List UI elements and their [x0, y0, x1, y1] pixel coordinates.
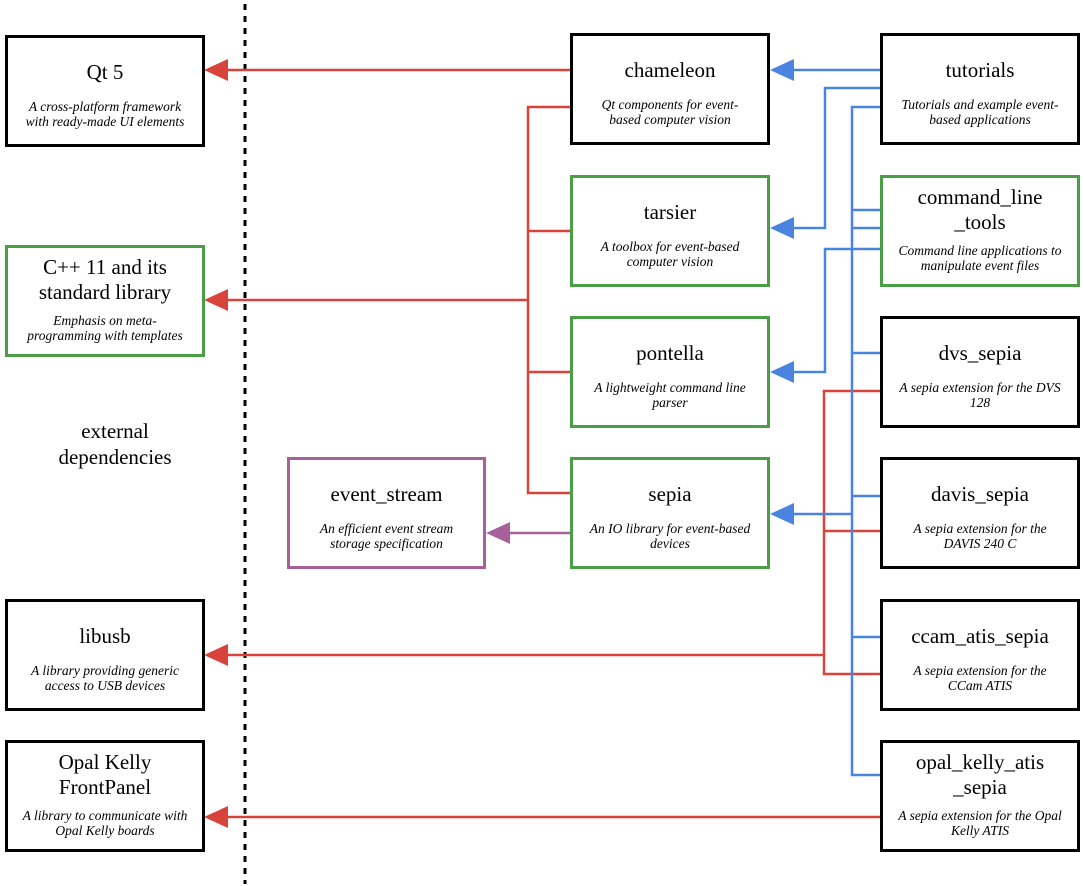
- node-pontella[interactable]: pontella A lightweight command line pars…: [570, 316, 770, 428]
- node-ccam-atis-sepia[interactable]: ccam_atis_sepia A sepia extension for th…: [880, 599, 1080, 711]
- node-description: Tutorials and example event- based appli…: [901, 97, 1059, 127]
- edge-tutorials-tarsier: [792, 86, 882, 230]
- node-title: libusb: [79, 624, 131, 648]
- node-description: Emphasis on meta- programming with templ…: [27, 313, 183, 343]
- arrowhead-sepia: [770, 503, 794, 525]
- node-title: dvs_sepia: [938, 341, 1022, 365]
- node-description: A cross-platform framework with ready-ma…: [25, 99, 185, 129]
- node-description: A lightweight command line parser: [594, 380, 746, 410]
- node-description: Qt components for event- based computer …: [601, 97, 739, 127]
- node-tutorials[interactable]: tutorials Tutorials and example event- b…: [880, 33, 1080, 145]
- node-command-line-tools[interactable]: command_line _tools Command line applica…: [880, 175, 1080, 287]
- edge-trunk-internal: [526, 105, 572, 495]
- arrowhead-chameleon: [770, 59, 794, 81]
- node-title: tutorials: [945, 58, 1015, 82]
- node-davis-sepia[interactable]: davis_sepia A sepia extension for the DA…: [880, 457, 1080, 569]
- node-event-stream[interactable]: event_stream An efficient event stream s…: [287, 457, 486, 569]
- node-libusb[interactable]: libusb A library providing generic acces…: [5, 599, 205, 711]
- node-description: A sepia extension for the Opal Kelly ATI…: [898, 808, 1062, 838]
- arrowhead-frontpanel: [204, 806, 228, 828]
- node-description: A library to communicate with Opal Kelly…: [22, 808, 188, 838]
- node-title: davis_sepia: [931, 482, 1029, 506]
- node-description: A toolbox for event-based computer visio…: [600, 239, 740, 269]
- node-title: Qt 5: [86, 60, 124, 84]
- arrowhead-tarsier: [770, 217, 794, 239]
- node-title: ccam_atis_sepia: [911, 624, 1049, 648]
- node-description: A sepia extension for the CCam ATIS: [913, 663, 1047, 693]
- node-description: A sepia extension for the DVS 128: [899, 380, 1061, 410]
- node-description: An IO library for event-based devices: [589, 521, 751, 551]
- edge-tutorials-sepia-trunk: [850, 105, 882, 777]
- node-chameleon[interactable]: chameleon Qt components for event- based…: [570, 33, 770, 145]
- edge-cmd-tools-pontella: [792, 247, 882, 374]
- node-title: opal_kelly_atis _sepia: [915, 750, 1045, 799]
- node-description: A sepia extension for the DAVIS 240 C: [913, 521, 1047, 551]
- node-dvs-sepia[interactable]: dvs_sepia A sepia extension for the DVS …: [880, 316, 1080, 428]
- node-description: Command line applications to manipulate …: [898, 243, 1062, 273]
- arrowhead-event-stream: [486, 522, 510, 544]
- node-title: event_stream: [330, 482, 443, 506]
- node-title: C++ 11 and its standard library: [38, 255, 172, 304]
- node-description: A library providing generic access to US…: [30, 663, 180, 693]
- node-opal-kelly-atis-sepia[interactable]: opal_kelly_atis _sepia A sepia extension…: [880, 740, 1080, 852]
- node-opal-kelly-frontpanel[interactable]: Opal Kelly FrontPanel A library to commu…: [5, 740, 205, 852]
- node-title: tarsier: [643, 200, 697, 224]
- node-description: An efficient event stream storage specif…: [319, 521, 454, 551]
- node-title: Opal Kelly FrontPanel: [58, 750, 152, 799]
- arrowhead-libusb: [204, 644, 228, 666]
- arrowhead-cpp11: [204, 289, 228, 311]
- arrowhead-qt5: [204, 59, 228, 81]
- node-title: sepia: [648, 482, 692, 506]
- node-title: chameleon: [624, 58, 716, 82]
- arrowhead-pontella: [770, 361, 794, 383]
- node-sepia[interactable]: sepia An IO library for event-based devi…: [570, 457, 770, 569]
- node-tarsier[interactable]: tarsier A toolbox for event-based comput…: [570, 175, 770, 287]
- node-qt5[interactable]: Qt 5 A cross-platform framework with rea…: [5, 35, 205, 147]
- node-title: pontella: [636, 341, 704, 365]
- node-title: command_line _tools: [917, 185, 1043, 234]
- node-cpp11[interactable]: C++ 11 and its standard library Emphasis…: [5, 245, 205, 357]
- external-dependencies-label: external dependencies: [58, 419, 172, 469]
